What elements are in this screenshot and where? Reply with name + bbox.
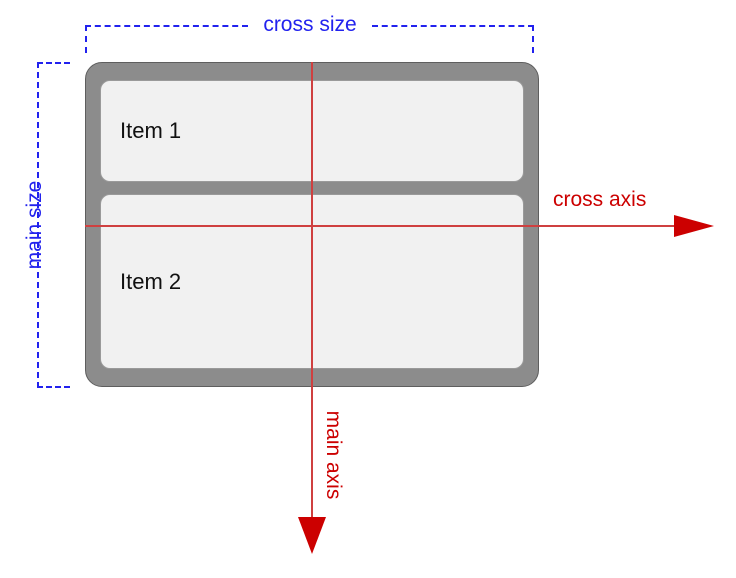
main-size-tick-bottom — [37, 386, 70, 388]
main-size-bracket-vertical — [37, 62, 39, 388]
flex-item-1-label: Item 1 — [120, 118, 182, 143]
cross-axis-line — [85, 225, 677, 227]
cross-axis-label: cross axis — [553, 188, 647, 211]
flex-item-2-label: Item 2 — [120, 268, 182, 294]
cross-size-tick-left — [85, 25, 87, 53]
main-size-label: main size — [23, 180, 46, 270]
cross-size-tick-right — [532, 25, 534, 53]
main-axis-label: main axis — [322, 410, 345, 500]
cross-size-bracket-right-segment — [372, 25, 534, 27]
main-axis-arrow-icon — [298, 517, 326, 554]
main-axis-line — [311, 62, 313, 521]
cross-size-bracket-left-segment — [85, 25, 248, 27]
cross-axis-arrow-icon — [674, 215, 714, 237]
cross-size-label: cross size — [263, 13, 357, 36]
main-size-tick-top — [37, 62, 70, 64]
